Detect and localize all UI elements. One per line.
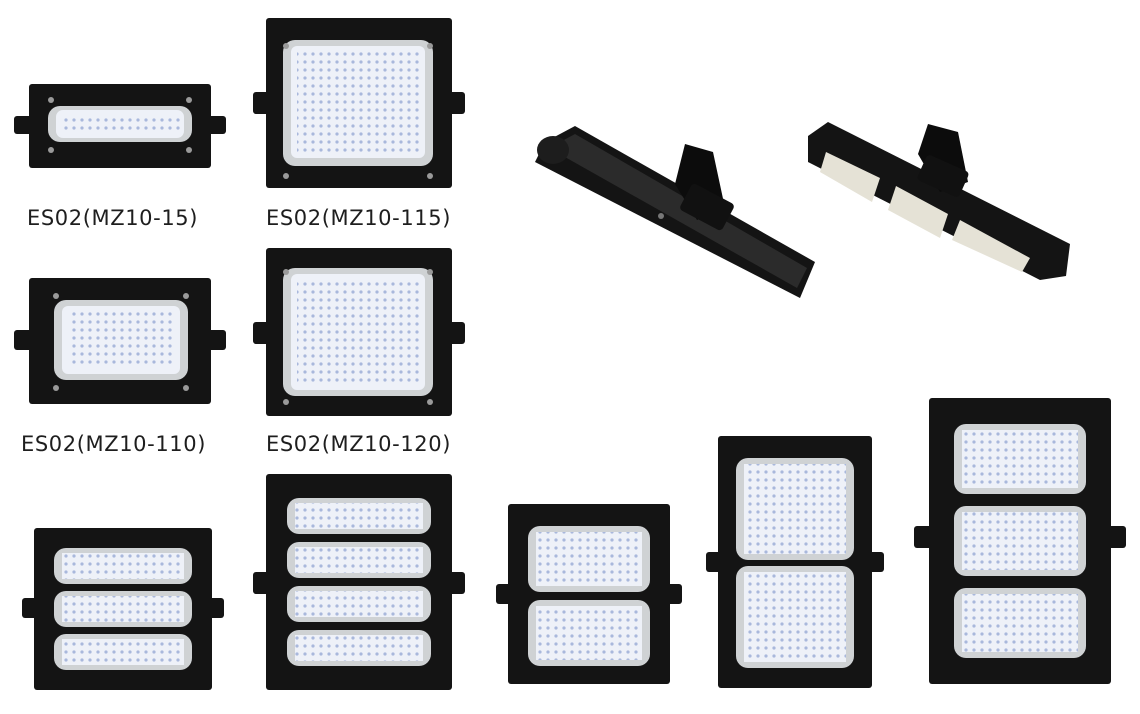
floodlight-four-module bbox=[253, 474, 465, 690]
caption-mz10-120: ES02(MZ10-120) bbox=[266, 432, 451, 456]
floodlight-three-module-large bbox=[914, 398, 1126, 684]
floodlight-mz10-120 bbox=[253, 248, 465, 416]
floodlight-mz10-15 bbox=[14, 84, 226, 168]
caption-mz10-110: ES02(MZ10-110) bbox=[21, 432, 206, 456]
caption-mz10-115: ES02(MZ10-115) bbox=[266, 206, 451, 230]
floodlight-two-module-large bbox=[706, 436, 884, 688]
floodlight-three-module bbox=[22, 528, 224, 690]
caption-mz10-15: ES02(MZ10-15) bbox=[27, 206, 199, 230]
floodlight-two-module-small bbox=[496, 504, 682, 684]
linear-highbay-light bbox=[535, 112, 815, 302]
floodlight-mz10-110 bbox=[14, 278, 226, 404]
triple-module-highbay-light bbox=[808, 122, 1078, 284]
floodlight-mz10-115 bbox=[253, 18, 465, 188]
